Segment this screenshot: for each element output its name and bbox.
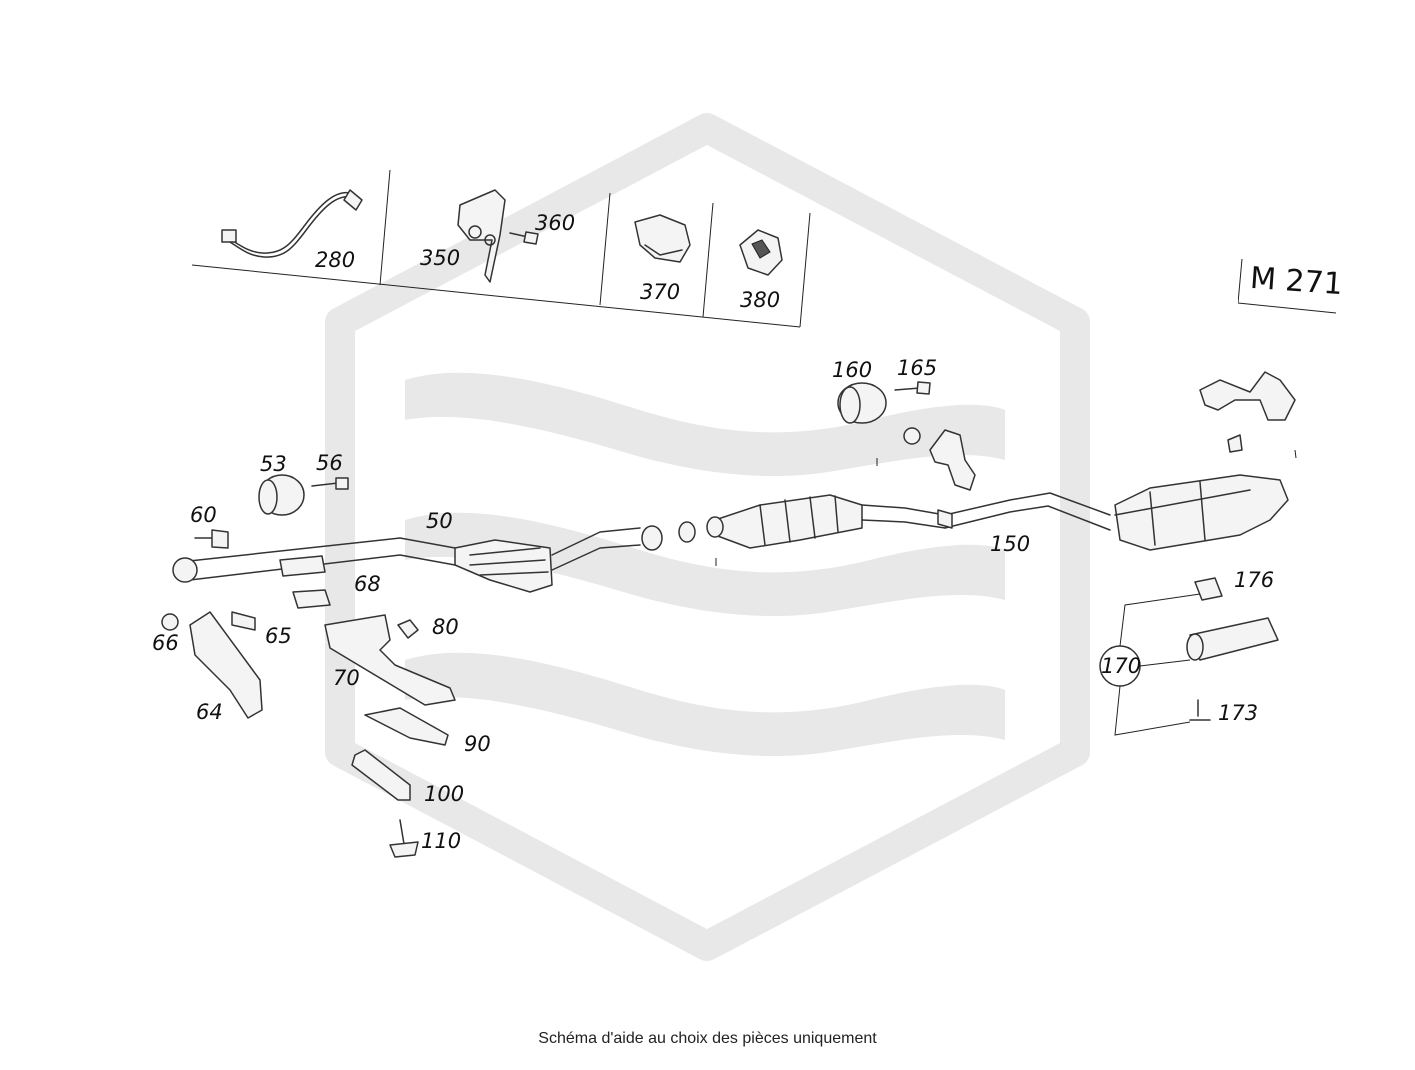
callout-56: 56 (316, 451, 343, 475)
footer-note: Schéma d'aide au choix des pièces unique… (538, 1030, 877, 1047)
callout-110: 110 (421, 829, 462, 853)
callout-370: 370 (640, 280, 681, 304)
callout-68: 68 (354, 572, 381, 596)
callout-100: 100 (424, 782, 465, 806)
callout-80: 80 (432, 615, 459, 639)
callout-160: 160 (832, 358, 873, 382)
middle-silencer (706, 494, 946, 549)
rubber-buffer-160 (837, 382, 887, 424)
mount-parts-left (161, 589, 331, 719)
callout-173: 173 (1218, 701, 1259, 725)
connector-marks (715, 449, 1297, 566)
callout-90: 90 (464, 732, 491, 756)
callout-50: 50 (426, 509, 453, 533)
bracket-part (457, 189, 506, 283)
callout-350: 350 (420, 246, 461, 270)
oxygen-sensor-part (221, 189, 363, 258)
rear-hanger-bracket (1199, 371, 1296, 453)
callout-360: 360 (535, 211, 576, 235)
callout-66: 66 (152, 631, 179, 655)
callout-65: 65 (265, 624, 292, 648)
bolt-60 (194, 529, 229, 549)
watermark-logo (325, 113, 1090, 961)
callout-380: 380 (740, 288, 781, 312)
callout-70: 70 (333, 666, 360, 690)
clamp-part (634, 214, 691, 263)
rear-silencer (1114, 474, 1289, 551)
bolt-165 (894, 381, 931, 395)
callout-150: 150 (990, 532, 1031, 556)
model-label-frame (1238, 258, 1337, 314)
callout-64: 64 (196, 700, 223, 724)
bolt-part (509, 231, 539, 245)
accessory-parts-frame (191, 169, 811, 328)
callout-176: 176 (1234, 568, 1275, 592)
callout-165: 165 (897, 356, 938, 380)
rubber-buffer-53 (258, 474, 305, 516)
front-pipe-50 (172, 521, 696, 593)
callout-60: 60 (190, 503, 217, 527)
rubber-mount-part (739, 229, 783, 276)
callout-170: 170 (1101, 654, 1142, 678)
support-brackets (324, 614, 456, 858)
callout-280: 280 (315, 248, 356, 272)
rear-pipe-150 (937, 492, 1111, 531)
middle-hanger-bracket (903, 427, 976, 491)
bolt-56 (311, 477, 349, 490)
callout-53: 53 (260, 452, 287, 476)
tailpipe-trim (1099, 577, 1279, 736)
watermark-stripes (405, 372, 1005, 757)
